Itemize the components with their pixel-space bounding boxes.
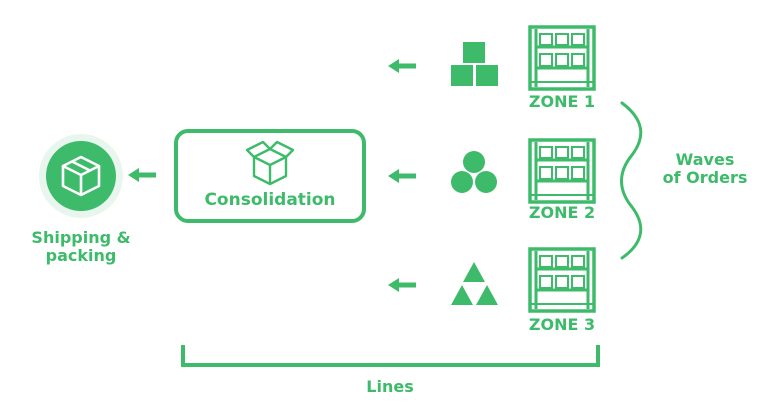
shipping-label: Shipping & packing <box>22 229 140 264</box>
arrow-zone2 <box>388 169 416 183</box>
shipping-label-line2: packing <box>45 245 117 265</box>
lines-bracket <box>181 345 600 367</box>
waves-label-line2: of Orders <box>662 167 748 187</box>
lines-label: Lines <box>366 377 414 396</box>
arrow-zone1 <box>388 59 416 73</box>
waves-of-orders-label: Waves of Orders <box>650 151 760 186</box>
shipping-label-line1: Shipping & <box>31 228 131 247</box>
shipping-package-icon <box>39 134 123 218</box>
three-circles-icon <box>451 151 497 193</box>
shelving-rack-icon-zone3 <box>528 247 596 313</box>
zone-2-label: ZONE 2 <box>528 203 596 222</box>
consolidation-label: Consolidation <box>204 190 336 210</box>
waves-label-line1: Waves <box>675 150 735 169</box>
arrow-to-shipping <box>128 168 156 182</box>
stacked-cubes-icon <box>451 42 498 86</box>
shelving-rack-icon-zone1 <box>528 25 596 91</box>
consolidation-box <box>174 129 366 223</box>
zone-3-label: ZONE 3 <box>528 315 596 334</box>
shelving-rack-icon-zone2 <box>528 138 596 204</box>
zone-1-label: ZONE 1 <box>528 92 596 111</box>
three-triangles-icon <box>451 262 498 305</box>
waves-wavy-line <box>620 101 643 260</box>
open-box-icon <box>245 140 295 186</box>
arrow-zone3 <box>388 278 416 292</box>
